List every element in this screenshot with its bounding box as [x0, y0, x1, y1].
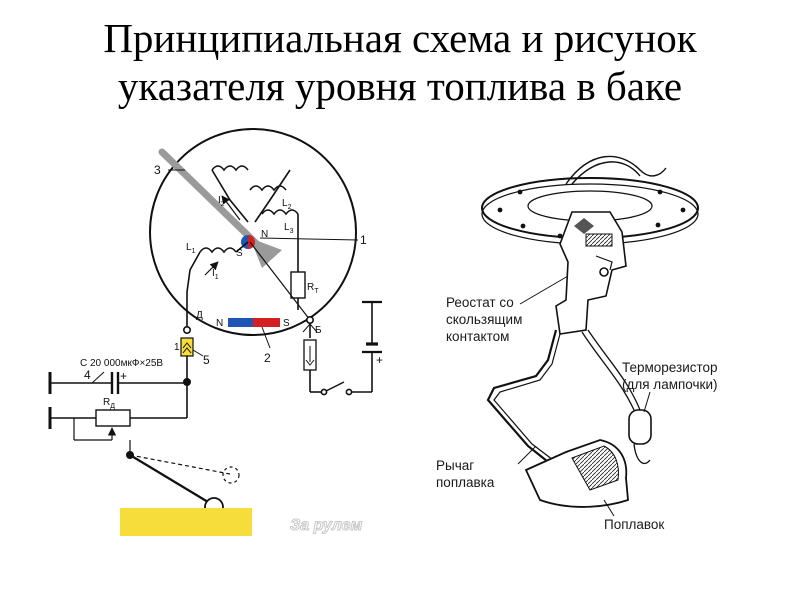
rheostat-housing: [555, 211, 627, 335]
bar-magnet-south: [253, 318, 280, 327]
schematic-labels: 1 2 3 4 5 L1 L2 L3 I2 I1 N S N S RT Д Б …: [80, 163, 383, 535]
capacitor-plus: +: [120, 369, 127, 383]
page-title: Принципиальная схема и рисунок указателя…: [0, 14, 800, 110]
float-rod: [486, 329, 587, 493]
callout-4: 4: [84, 368, 91, 382]
drawing-labels: Реостат со скользящим контактом Терморез…: [436, 295, 721, 532]
sender-unit-drawing: [481, 155, 699, 517]
magnet-south-label: S: [283, 318, 290, 329]
coil-l1: [199, 247, 237, 254]
thermistor-label: RT: [307, 282, 319, 295]
label-l2: L2: [282, 198, 292, 211]
battery-plus: +: [376, 353, 383, 367]
watermark: За рулем: [290, 517, 363, 534]
fuse-label: 1: [174, 342, 180, 353]
rheostat: [95, 409, 131, 427]
title-line-2: указателя уровня топлива в баке: [117, 63, 683, 109]
callout-5: 5: [203, 353, 210, 367]
callout-2: 2: [264, 351, 271, 365]
pointer-tip: [250, 238, 282, 268]
float-callout: Поплавок: [604, 517, 664, 532]
lever-callout: Рычаг поплавка: [436, 458, 495, 490]
float-lever: [129, 454, 214, 506]
fuse: [180, 337, 194, 357]
label-l3: L3: [284, 222, 294, 235]
thermistor: [290, 271, 306, 299]
terminal-d-label: Д: [196, 310, 203, 321]
terminal-b-label: Б: [315, 325, 322, 336]
label-l1: L1: [186, 242, 196, 255]
magnet-north-label: N: [216, 318, 223, 329]
label-i1: I1: [212, 268, 219, 281]
thermoresistor-callout: Терморезистор (для лампочки): [622, 360, 721, 392]
thermistor-body: [628, 409, 652, 445]
coil-l2: [211, 165, 287, 192]
gauge-housing: [149, 128, 357, 336]
coil-l3: [261, 209, 299, 216]
bar-magnet-north: [228, 318, 253, 327]
callout-3: 3: [154, 163, 161, 177]
capacitor-label: C 20 000мкФ×25В: [80, 358, 163, 369]
fuel-level: [120, 508, 252, 536]
title-line-1: Принципиальная схема и рисунок: [103, 15, 697, 61]
callout-1: 1: [360, 233, 367, 247]
gauge-schematic: [48, 128, 382, 536]
rotor-south-label: S: [236, 248, 243, 259]
rotor-north-label: N: [261, 229, 268, 240]
rheostat-label: RД: [103, 397, 115, 410]
label-i2: I2: [218, 195, 225, 208]
rheostat-callout: Реостат со скользящим контактом: [446, 295, 526, 344]
